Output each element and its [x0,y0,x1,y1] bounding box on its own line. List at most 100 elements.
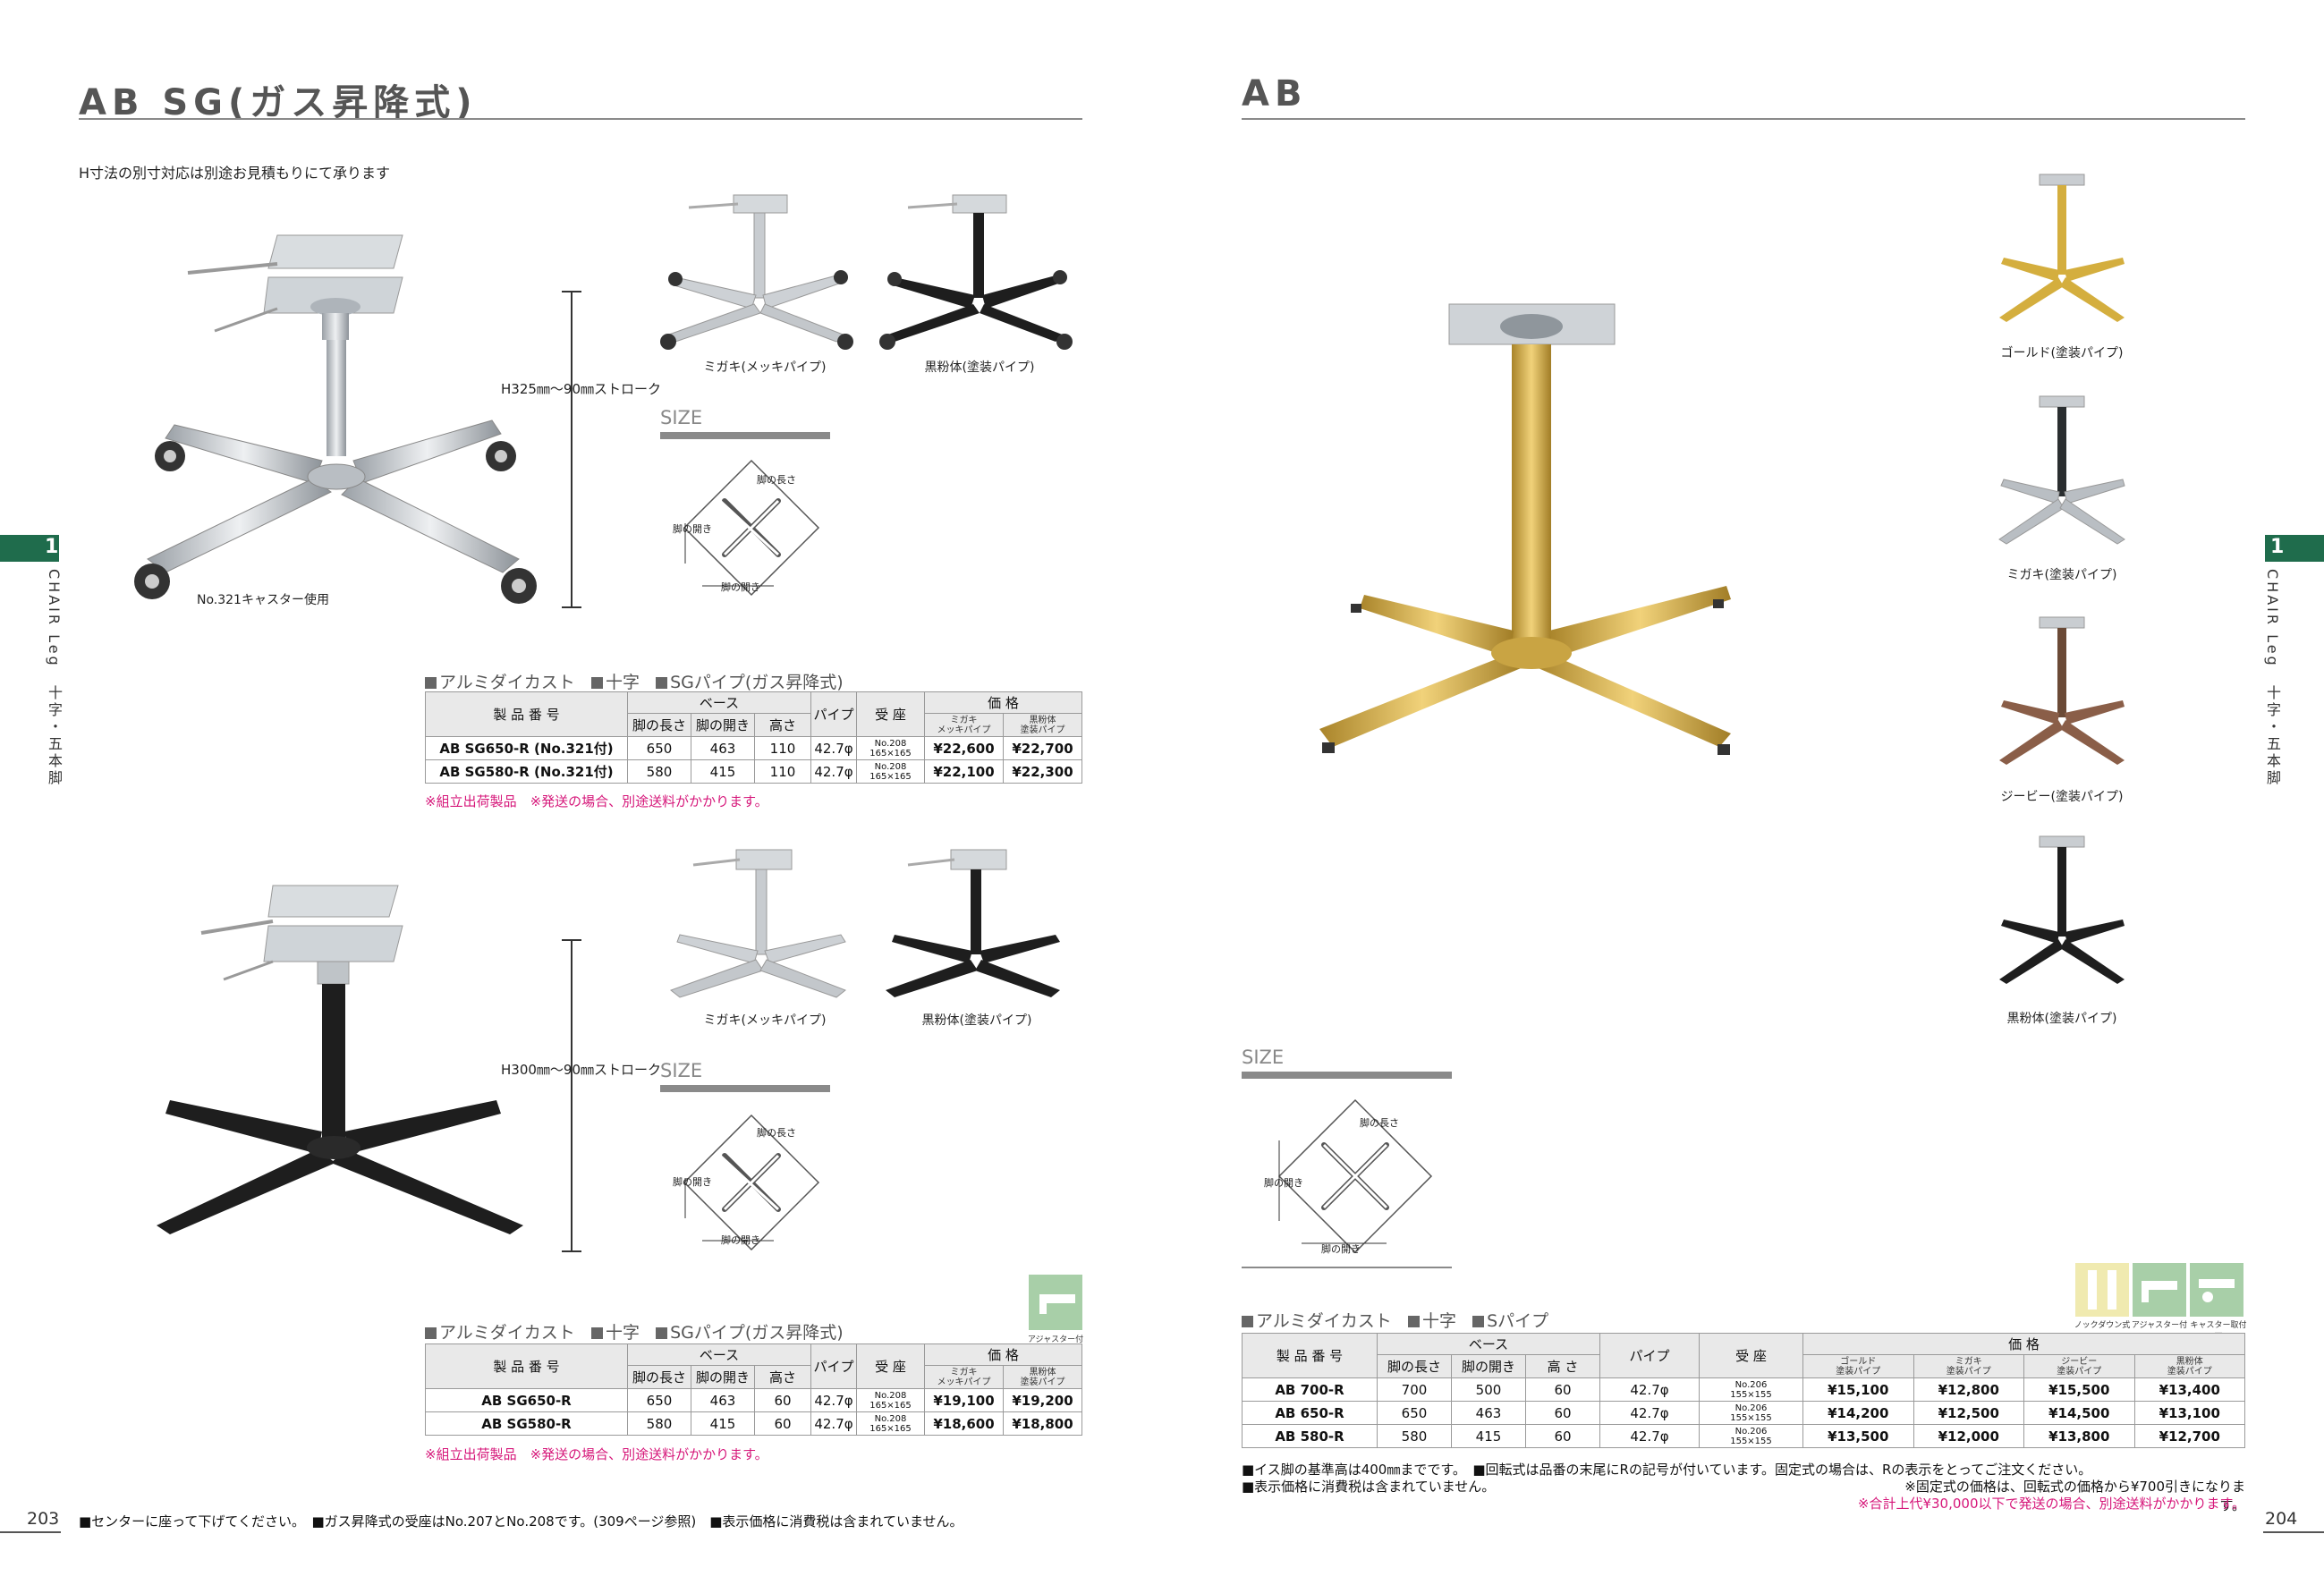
cell-price-black: ¥18,800 [1003,1411,1082,1436]
th-open: 脚の開き [691,1365,755,1389]
variant-image-migaki-right [1998,395,2125,545]
th-base: ベース [627,1343,811,1366]
cell-price-gold: ¥14,200 [1802,1401,1914,1425]
cell-open: 463 [691,1388,755,1412]
table-row: AB SG650-R (No.321付) 650 463 110 42.7φ N… [425,736,1082,760]
cell-pipe: 42.7φ [810,1411,857,1436]
chapter-vertical-text-left: CHAIR Leg 十字・五本脚 [46,569,63,787]
th-seat: 受 座 [856,691,925,737]
caption-black-2: 黒粉体(塗装パイプ) [921,1013,1032,1028]
right-pink-note: ※合計上代¥30,000以下で発送の場合、別途送料がかかります。 [1857,1496,2245,1512]
diag-len-label-1: 脚の長さ [757,474,796,486]
cell-pipe: 42.7φ [810,1388,857,1412]
knockdown-icon-label: ノックダウン式 [2074,1321,2131,1330]
cell-price-black: ¥13,100 [2133,1401,2245,1425]
cell-len: 580 [1377,1424,1452,1448]
page-number-left-rule [0,1531,61,1533]
dimension-line-1 [571,291,573,608]
product-image-ab-sg-black [157,885,523,1234]
cell-price-gb: ¥14,500 [2023,1401,2135,1425]
spec-shape-2: 十字 [605,1323,640,1343]
th-code: 製 品 番 号 [425,691,628,737]
pink-note-2: ※組立出荷製品 ※発送の場合、別途送料がかかります。 [425,1446,768,1462]
th-height: 高さ [754,1365,811,1389]
cell-price-migaki: ¥22,600 [924,736,1004,760]
variant-image-black-2 [886,849,1060,997]
cell-code: AB SG580-R [425,1411,628,1436]
diag-open-label-right-a: 脚の開き [1264,1177,1303,1189]
page-number-right-rule [2263,1531,2324,1533]
adjuster-icon-right [2133,1263,2186,1317]
cell-price-gold: ¥13,500 [1802,1424,1914,1448]
size-diagram-right [1277,1098,1433,1254]
cell-price-black: ¥22,700 [1003,736,1082,760]
cell-open: 415 [1451,1424,1526,1448]
th-migaki: ミガキ メッキパイプ [924,1365,1004,1389]
variant-image-gb [1999,616,2125,765]
diag-len-label-right: 脚の長さ [1360,1117,1399,1129]
cell-price-migaki: ¥12,500 [1913,1401,2024,1425]
spec-pipe-2: SGパイプ(ガス昇降式) [670,1323,844,1343]
th-open: 脚の開き [691,713,755,737]
spec-line-1: アルミダイカスト 十字 SGパイプ(ガス昇降式) [425,669,844,693]
diag-open-label-1a: 脚の開き [673,523,712,535]
spec-shape-1: 十字 [605,673,640,692]
th-price: 価 格 [1802,1333,2245,1355]
cell-height: 110 [754,759,811,784]
caption-black-right: 黒粉体(塗装パイプ) [2006,1012,2117,1026]
chapter-vertical-text-right: CHAIR Leg 十字・五本脚 [2264,569,2281,787]
cell-seat: No.208 165×165 [856,1388,925,1412]
cell-code: AB 700-R [1242,1377,1378,1402]
size-label-right: SIZE [1242,1047,1285,1068]
adjuster-icon-right-label: アジャスター付 [2131,1321,2188,1330]
cell-pipe: 42.7φ [810,736,857,760]
cell-code: AB SG580-R (No.321付) [425,759,628,784]
cell-seat: No.208 165×165 [856,736,925,760]
dimension-line-2 [571,939,573,1252]
cell-price-gb: ¥13,800 [2023,1424,2135,1448]
size-bar-1 [660,432,830,439]
left-note: H寸法の別寸対応は別途お見積もりにて承ります [79,165,391,182]
product-image-ab-sg-caster [134,234,537,604]
cell-len: 650 [1377,1401,1452,1425]
product-table-2: 製 品 番 号 ベース パイプ 受 座 価 格 脚の長さ 脚の開き 高さ ミガキ… [425,1343,1082,1436]
cell-price-black: ¥19,200 [1003,1388,1082,1412]
right-page-title: AB [1242,73,1308,114]
th-base: ベース [1377,1333,1600,1355]
cell-open: 415 [691,759,755,784]
variant-image-migaki-1 [660,194,853,350]
size-bar-2 [660,1085,830,1092]
caption-gold: ゴールド(塗装パイプ) [2000,346,2124,360]
th-black: 黒粉体 塗装パイプ [1003,713,1082,737]
spec-material-2: アルミダイカスト [439,1323,575,1343]
th-black: 黒粉体 塗装パイプ [1003,1365,1082,1389]
adjuster-icon [1029,1275,1082,1330]
spec-line-2: アルミダイカスト 十字 SGパイプ(ガス昇降式) [425,1319,844,1343]
right-note-3: ※固定式の価格は、回転式の価格から¥700引きになります。 [1904,1479,2245,1513]
cell-height: 60 [754,1388,811,1412]
caption-migaki-1: ミガキ(メッキパイプ) [703,360,827,375]
th-price: 価 格 [924,691,1082,714]
th-height: 高さ [754,713,811,737]
cell-len: 580 [627,759,691,784]
chapter-number-left: 1 [45,536,59,558]
size-label-1: SIZE [660,407,703,428]
spec-pipe-1: SGパイプ(ガス昇降式) [670,673,844,692]
cell-code: AB 580-R [1242,1424,1378,1448]
cell-height: 110 [754,736,811,760]
chapter-tab-right: 1 [2265,535,2324,562]
diag-len-label-2: 脚の長さ [757,1127,796,1139]
cell-open: 463 [691,736,755,760]
cell-price-black: ¥13,400 [2133,1377,2245,1402]
th-pipe: パイプ [1599,1333,1700,1378]
product-table-right: 製 品 番 号 ベース パイプ 受 座 価 格 脚の長さ 脚の開き 高 さ ゴー… [1242,1333,2245,1448]
right-note-1: ■イス脚の基準高は400㎜までです。 ■回転式は品番の末尾にRの記号が付いていま… [1242,1462,2092,1478]
cell-seat: No.206 155×155 [1699,1377,1803,1402]
spec-line-right: アルミダイカスト 十字 Sパイプ [1242,1308,1548,1332]
knockdown-icon [2075,1263,2129,1317]
dimension-tick-bottom-1 [562,606,581,608]
cell-len: 580 [627,1411,691,1436]
cell-len: 650 [627,1388,691,1412]
cell-height: 60 [1525,1401,1600,1425]
table-row: AB SG650-R 650 463 60 42.7φ No.208 165×1… [425,1388,1082,1412]
